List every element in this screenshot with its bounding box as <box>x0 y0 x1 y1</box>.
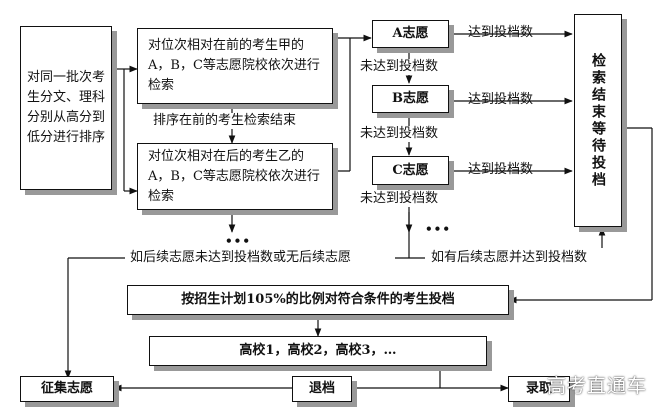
search-first-text: 对位次相对在前的考生甲的A，B，C等志愿院校依次进行检索 <box>148 38 320 93</box>
has-follow-label: 如有后续志愿并达到投档数 <box>431 250 588 265</box>
search-first-box: 对位次相对在前的考生甲的A，B，C等志愿院校依次进行检索 <box>137 28 333 104</box>
watermark-text: 高考直通车 <box>546 375 647 397</box>
reach-c-label: 达到投档数 <box>468 162 534 177</box>
admit-box: 录取 <box>508 376 570 402</box>
no-follow-label: 如后续志愿未达到投档数或无后续志愿 <box>130 250 352 265</box>
solicit-box: 征集志愿 <box>20 376 114 402</box>
first-done-label: 排序在前的考生检索结束 <box>151 113 299 129</box>
wish-a-text: A志愿 <box>392 26 429 41</box>
file-ratio-box: 按招生计划105%的比例对符合条件的考生投档 <box>127 285 509 315</box>
wish-b-text: B志愿 <box>392 91 429 106</box>
sort-all-box: 对同一批次考生分文、理科分别从高分到低分进行排序 <box>20 26 112 190</box>
wish-c-box: C志愿 <box>372 156 449 185</box>
not-reach-c-label: 未达到投档数 <box>358 191 441 207</box>
wish-a-box: A志愿 <box>372 20 449 48</box>
not-reach-b-label: 未达到投档数 <box>358 126 441 142</box>
end-search-text: 检索结束等待投档 <box>590 52 606 189</box>
reach-a-label: 达到投档数 <box>468 25 534 40</box>
file-ratio-text: 按招生计划105%的比例对符合条件的考生投档 <box>181 292 455 307</box>
wish-b-box: B志愿 <box>372 85 449 113</box>
return-file-text: 退档 <box>308 381 335 396</box>
search-second-text: 对位次相对在后的考生乙的A，B，C等志愿院校依次进行检索 <box>148 148 320 204</box>
admit-text: 录取 <box>525 381 552 396</box>
solicit-text: 征集志愿 <box>40 381 93 396</box>
not-reach-a-label: 未达到投档数 <box>358 59 441 75</box>
search-second-box: 对位次相对在后的考生乙的A，B，C等志愿院校依次进行检索 <box>137 143 333 210</box>
dots-left: ••• <box>225 234 252 248</box>
universities-text: 高校1，高校2，高校3，… <box>239 343 397 358</box>
reach-b-label: 达到投档数 <box>468 92 534 107</box>
end-search-box: 检索结束等待投档 <box>574 14 622 227</box>
wish-c-text: C志愿 <box>392 162 429 178</box>
dots-right: ••• <box>425 222 452 236</box>
sort-all-text: 对同一批次考生分文、理科分别从高分到低分进行排序 <box>27 70 106 145</box>
return-file-box: 退档 <box>292 376 352 402</box>
universities-box: 高校1，高校2，高校3，… <box>149 336 487 366</box>
